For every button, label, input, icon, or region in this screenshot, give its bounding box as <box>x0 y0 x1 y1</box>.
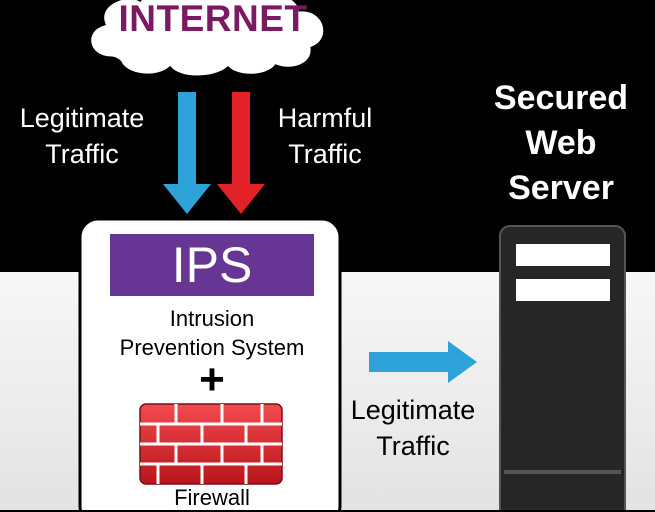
outgoing-legitimate-traffic-label: Legitimate Traffic <box>338 392 488 464</box>
server-tower-icon <box>499 225 626 510</box>
server-title: Secured Web Server <box>470 76 652 211</box>
ips-caption-line2: Prevention System <box>119 335 305 360</box>
server-title-line1: Secured <box>493 79 629 117</box>
cloud-icon <box>88 0 327 79</box>
plus-sign: + <box>199 355 225 404</box>
server-title-line2: Web <box>525 124 597 162</box>
incoming-legitimate-traffic-label: Legitimate Traffic <box>8 100 156 172</box>
outgoing-legitimate-line1: Legitimate <box>350 395 476 425</box>
harmful-traffic-arrow-icon <box>217 92 265 214</box>
ips-caption-line1: Intrusion <box>169 306 255 331</box>
incoming-harmful-line2: Traffic <box>288 139 362 169</box>
ips-title: IPS <box>171 237 253 293</box>
outgoing-legitimate-line2: Traffic <box>376 431 450 461</box>
brick-wall-icon <box>139 403 283 485</box>
incoming-harmful-traffic-label: Harmful Traffic <box>264 100 386 172</box>
incoming-harmful-line1: Harmful <box>277 103 373 133</box>
firewall-label: Firewall <box>174 485 250 510</box>
incoming-legitimate-line2: Traffic <box>45 139 119 169</box>
ips-panel <box>108 232 316 298</box>
legitimate-traffic-arrow-icon <box>163 92 211 214</box>
internet-label: INTERNET <box>118 0 308 39</box>
outgoing-traffic-arrow-icon <box>369 341 477 383</box>
incoming-legitimate-line1: Legitimate <box>19 103 145 133</box>
ips-caption: Intrusion Prevention System <box>108 304 316 362</box>
server-title-line3: Server <box>508 169 614 207</box>
